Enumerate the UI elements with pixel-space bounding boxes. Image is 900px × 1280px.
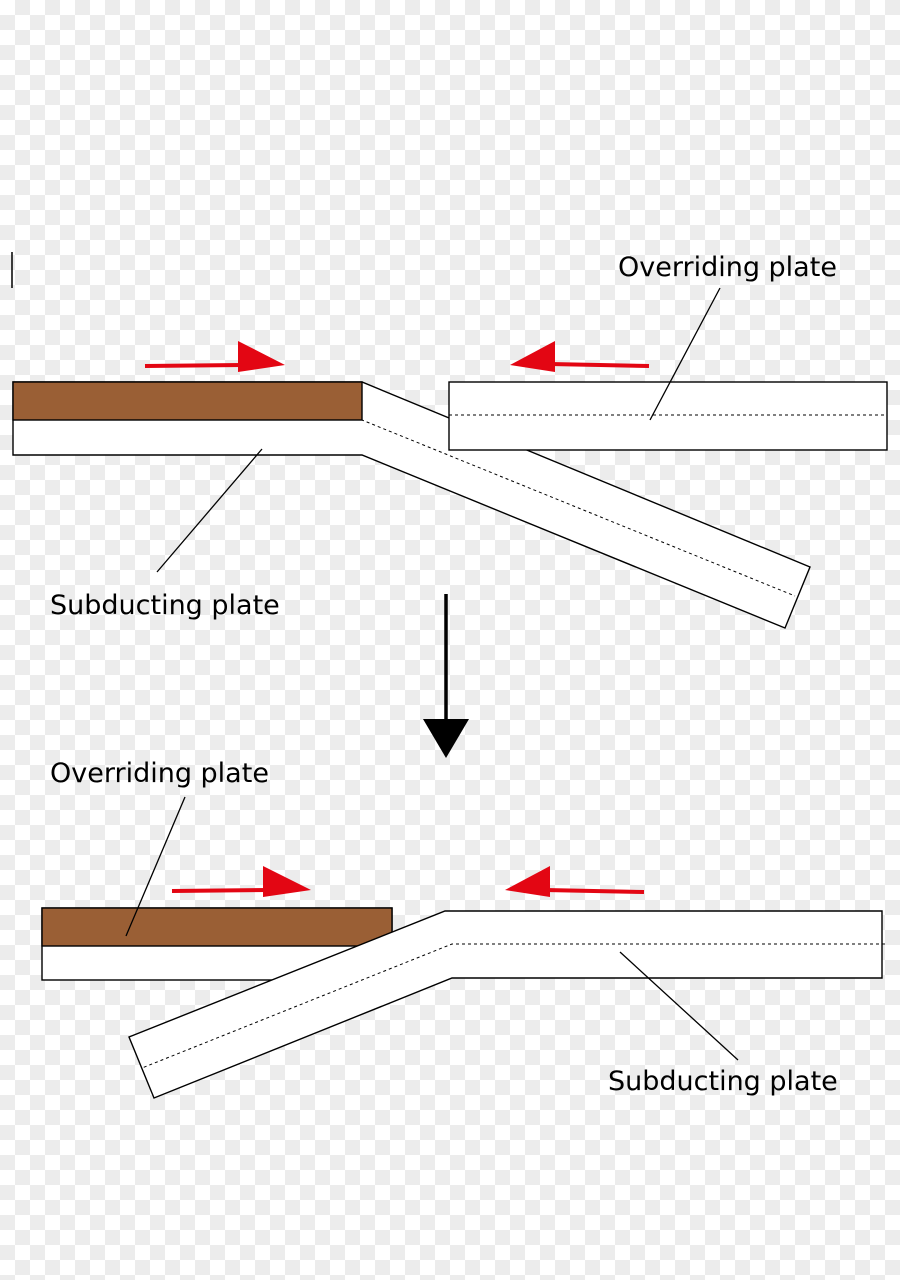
bottom-right-pointing-arrow — [171, 866, 311, 897]
top-continental-crust — [12, 381, 363, 421]
top-subducting-leader — [156, 448, 263, 573]
bottom-subducting-plate — [128, 910, 883, 1099]
down-arrow-icon — [423, 594, 469, 758]
top-left-pointing-arrow — [510, 341, 650, 372]
top-right-pointing-arrow — [144, 341, 285, 372]
bottom-continental-crust — [41, 907, 393, 947]
bottom-subducting-dotted-line — [141, 943, 885, 1069]
bottom-subducting-leader — [619, 951, 739, 1061]
top-overriding-leader — [649, 287, 721, 421]
top-overriding-label: Overriding plate — [618, 252, 837, 283]
top-overriding-plate — [448, 381, 888, 451]
top-subducting-dotted-line — [13, 419, 796, 597]
bottom-overriding-label: Overriding plate — [50, 758, 269, 789]
top-subducting-label: Subducting plate — [50, 590, 280, 621]
top-panel: Overriding plate Subducting plate — [12, 252, 888, 629]
bottom-panel: Overriding plate Subducting plate — [41, 758, 885, 1099]
bottom-subducting-label: Subducting plate — [608, 1066, 838, 1097]
bottom-overriding-leader — [125, 796, 186, 937]
bottom-left-pointing-arrow — [505, 866, 645, 897]
